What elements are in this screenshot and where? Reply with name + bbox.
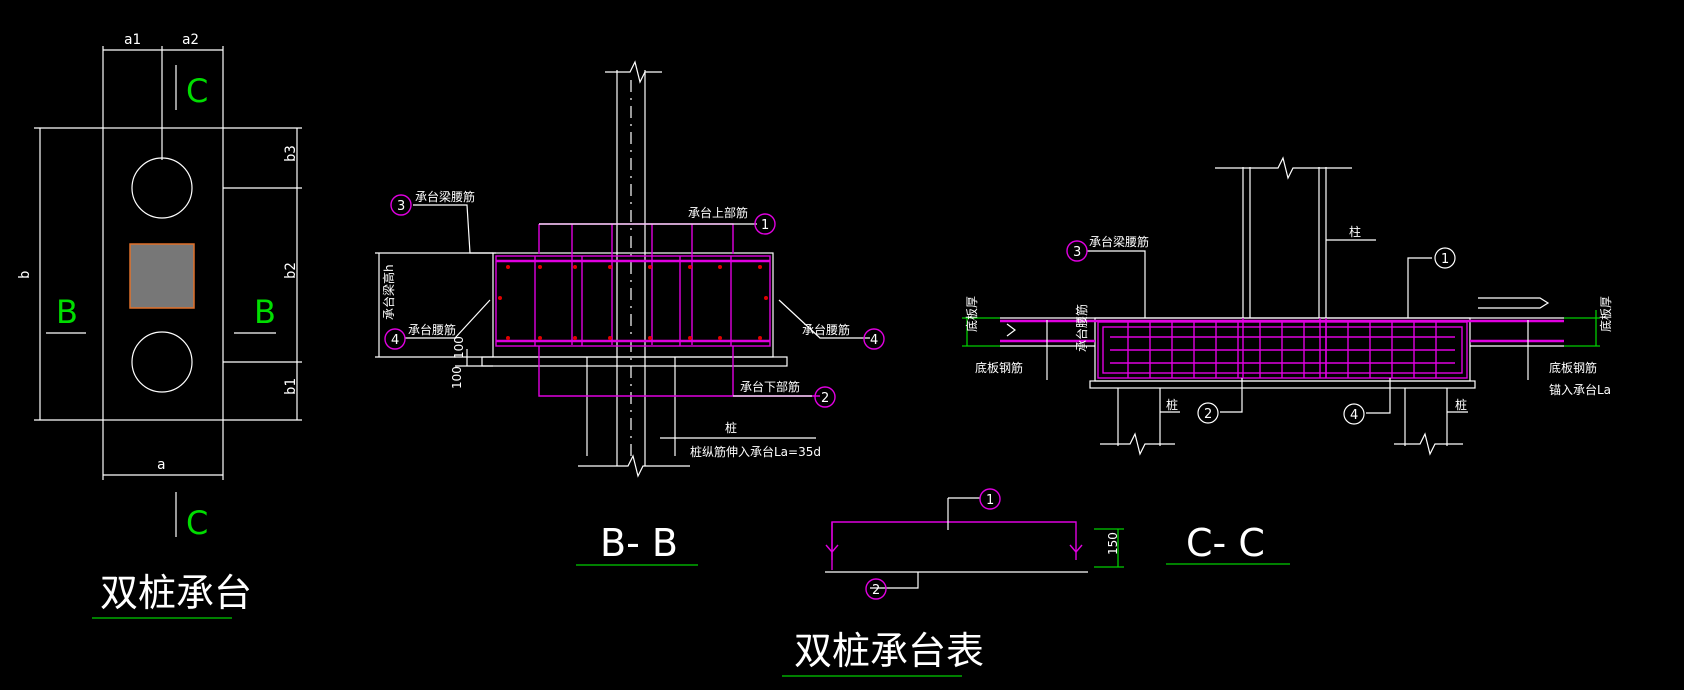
cc-label-anchor: 锚入承台La xyxy=(1549,382,1611,397)
dim-b: b xyxy=(17,271,33,279)
bb-label-pile: 桩 xyxy=(725,420,737,435)
stirrup-dim-150: 150 xyxy=(1106,532,1120,555)
plan-title: 双桩承台 xyxy=(100,571,252,615)
pile-top xyxy=(131,157,193,219)
bb-label-bottom-rebar: 承台下部筋 xyxy=(740,379,800,394)
cc-callout-1: 1 xyxy=(1441,252,1449,267)
cc-label-beam-rebar: 承台梁腰筋 xyxy=(1089,234,1149,249)
cc-callout-3: 3 xyxy=(1073,245,1081,260)
cc-label-pile-right: 桩 xyxy=(1455,397,1467,412)
dim-b3: b3 xyxy=(283,145,299,162)
dim-a: a xyxy=(157,457,165,473)
cc-label-thick-left: 底板厚 xyxy=(964,296,979,332)
cc-title: C- C xyxy=(1186,521,1265,565)
cc-label-waist: 承台腰筋 xyxy=(1074,304,1089,352)
cc-label-thick-right: 底板厚 xyxy=(1598,296,1613,332)
plan-view: a1 a2 a b b3 b2 b1 C C B B 双桩承台 xyxy=(17,32,302,619)
pile-bottom xyxy=(131,331,193,393)
dim-b1: b1 xyxy=(283,378,299,395)
bb-callout-2: 2 xyxy=(821,391,829,406)
bb-dim-100a: 100 xyxy=(452,336,466,359)
cc-callout-4: 4 xyxy=(1350,408,1358,423)
bb-callout-1: 1 xyxy=(761,218,769,233)
cc-label-pile-left: 桩 xyxy=(1166,397,1178,412)
section-mark-b-right: B xyxy=(254,293,276,331)
bb-label-beam-rebar: 承台梁腰筋 xyxy=(415,189,475,204)
cap-outline xyxy=(102,127,224,421)
stirrup-detail: 1 2 150 xyxy=(825,488,1124,600)
bb-callout-3: 3 xyxy=(397,199,405,214)
bb-callout-4-left: 4 xyxy=(391,333,399,348)
stirrup-callout-2: 2 xyxy=(872,583,880,598)
section-mark-c-top: C xyxy=(186,72,208,110)
column-square xyxy=(129,243,195,309)
bb-label-waist-left: 承台腰筋 xyxy=(408,322,456,337)
cc-callout-2: 2 xyxy=(1204,407,1212,422)
dim-b2: b2 xyxy=(283,262,299,279)
bb-callout-4-right: 4 xyxy=(870,333,878,348)
section-bb: 3 1 4 4 2 承台梁腰筋 承台上部筋 承台腰筋 承台腰筋 承台下部筋 桩 … xyxy=(375,60,885,566)
cc-label-column: 柱 xyxy=(1349,224,1361,239)
dim-a2: a2 xyxy=(182,32,199,48)
cc-label-slab-right: 底板钢筋 xyxy=(1549,360,1597,375)
table-title: 双桩承台表 xyxy=(794,629,984,673)
bb-title: B- B xyxy=(600,521,678,565)
section-mark-b-left: B xyxy=(56,293,78,331)
section-mark-c-bottom: C xyxy=(186,504,208,542)
stirrup-callout-1: 1 xyxy=(986,493,994,508)
bb-label-height: 承台梁高h xyxy=(381,264,396,320)
cc-label-slab-left: 底板钢筋 xyxy=(975,360,1023,375)
bb-dim-100b: 100 xyxy=(450,366,464,389)
bb-label-top-rebar: 承台上部筋 xyxy=(688,205,748,220)
bb-label-waist-right: 承台腰筋 xyxy=(802,322,850,337)
bb-label-anchor: 桩纵筋伸入承台La=35d xyxy=(690,444,821,459)
dim-a1: a1 xyxy=(124,32,141,48)
section-cc: 3 1 2 4 承台梁腰筋 柱 底板钢筋 底板钢筋 锚入承台La 桩 桩 底板厚… xyxy=(962,156,1613,565)
